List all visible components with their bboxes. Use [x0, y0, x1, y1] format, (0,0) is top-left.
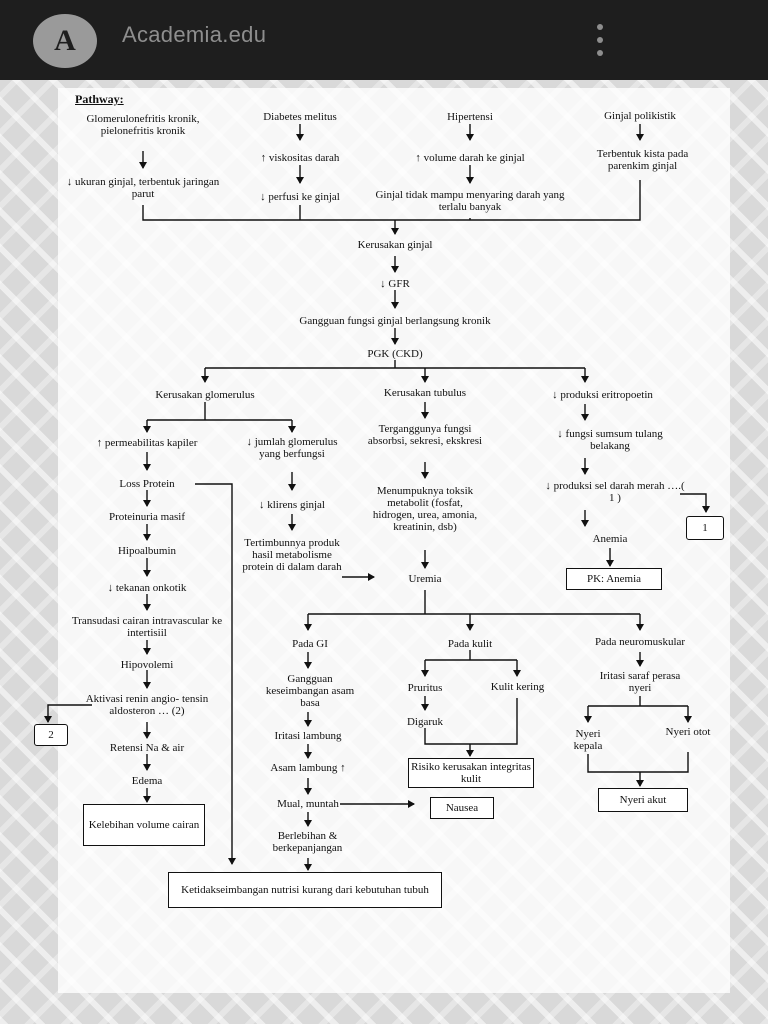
node-iritasi-lambung: Iritasi lambung: [274, 730, 342, 742]
node-kerusakan-ginjal: Kerusakan ginjal: [357, 239, 433, 251]
node-digaruk: Digaruk: [406, 716, 444, 728]
step-ginjal-tidak-mampu: Ginjal tidak mampu menyaring darah yang …: [375, 189, 565, 213]
diagnosis-nyeri-akut: Nyeri akut: [598, 788, 688, 812]
node-asam-lambung: Asam lambung ↑: [270, 762, 346, 774]
diagnosis-ketidakseimbangan-nutrisi: Ketidakseimbangan nutrisi kurang dari ke…: [168, 872, 442, 908]
node-nyeri-kepala: Nyeri kepala: [573, 728, 603, 752]
node-klirens-ginjal: ↓ klirens ginjal: [259, 499, 325, 511]
node-berlebihan: Berlebihan & berkepanjangan: [272, 830, 343, 854]
node-pada-gi: Pada GI: [292, 638, 328, 650]
node-transudasi-cairan: Transudasi cairan intravascular ke inter…: [71, 615, 223, 639]
diagnosis-pk-anemia: PK: Anemia: [566, 568, 662, 590]
kebab-menu-icon[interactable]: [590, 24, 610, 56]
node-jumlah-glomerulus: ↓ jumlah glomerulus yang berfungsi: [246, 436, 338, 460]
reference-1: 1: [686, 516, 724, 540]
node-aktivasi-renin: Aktivasi renin angio- tensin aldosteron …: [85, 693, 209, 717]
cause-polikistik: Ginjal polikistik: [604, 110, 676, 122]
diagnosis-kelebihan-volume-cairan: Kelebihan volume cairan: [83, 804, 205, 846]
browser-top-bar: A Academia.edu: [0, 0, 768, 80]
node-loss-protein: Loss Protein: [119, 478, 175, 490]
node-terganggunya-fungsi: Terganggunya fungsi absorbsi, sekresi, e…: [367, 423, 483, 447]
cause-diabetes: Diabetes melitus: [263, 111, 337, 123]
node-menumpuknya-toksik: Menumpuknya toksik metabolit (fosfat, hi…: [372, 485, 478, 533]
node-mual-muntah: Mual, muntah: [277, 798, 339, 810]
node-edema: Edema: [131, 775, 163, 787]
node-nyeri-otot: Nyeri otot: [665, 726, 711, 738]
diagnosis-nausea: Nausea: [430, 797, 494, 819]
reference-2: 2: [34, 724, 68, 746]
step-volume-darah: ↑ volume darah ke ginjal: [415, 152, 525, 164]
node-proteinuria-masif: Proteinuria masif: [108, 511, 186, 523]
node-pruritus: Pruritus: [407, 682, 443, 694]
node-produksi-sel-darah-merah: ↓ produksi sel darah merah ….( 1 ): [545, 480, 685, 504]
node-iritasi-saraf: Iritasi saraf perasa nyeri: [599, 670, 681, 694]
node-hipoalbumin: Hipoalbumin: [117, 545, 177, 557]
node-pgk-ckd: PGK (CKD): [367, 348, 423, 360]
site-title: Academia.edu: [122, 22, 267, 47]
step-perfusi-ginjal: ↓ perfusi ke ginjal: [260, 191, 340, 203]
node-pada-kulit: Pada kulit: [447, 638, 493, 650]
logo-letter: A: [54, 24, 76, 57]
step-ukuran-ginjal: ↓ ukuran ginjal, terbentuk jaringan paru…: [66, 176, 220, 200]
node-hipovolemi: Hipovolemi: [120, 659, 174, 671]
step-kista-parenkim: Terbentuk kista pada parenkim ginjal: [596, 148, 689, 172]
academia-logo[interactable]: A: [33, 14, 97, 68]
node-produksi-eritropoetin: ↓ produksi eritropoetin: [552, 389, 653, 401]
node-tekanan-onkotik: ↓ tekanan onkotik: [107, 582, 187, 594]
node-kulit-kering: Kulit kering: [490, 681, 545, 693]
node-retensi-na-air: Retensi Na & air: [109, 742, 185, 754]
node-gangguan-asam-basa: Gangguan keseimbangan asam basa: [265, 673, 355, 709]
diagnosis-risiko-integritas-kulit: Risiko kerusakan integritas kulit: [408, 758, 534, 788]
cause-glomerulonefritis: Glomerulonefritis kronik, pielonefritis …: [86, 113, 200, 137]
pathway-title: Pathway:: [75, 92, 124, 106]
node-kerusakan-glomerulus: Kerusakan glomerulus: [155, 389, 255, 401]
node-uremia: Uremia: [408, 573, 442, 585]
node-permeabilitas-kapiler: ↑ permeabilitas kapiler: [96, 437, 198, 449]
node-gfr: ↓ GFR: [380, 278, 410, 290]
node-pada-neuromuskular: Pada neuromuskular: [594, 636, 686, 648]
node-anemia: Anemia: [592, 533, 628, 545]
node-fungsi-sumsum-tulang: ↓ fungsi sumsum tulang belakang: [557, 428, 663, 452]
cause-hipertensi: Hipertensi: [447, 111, 493, 123]
node-kerusakan-tubulus: Kerusakan tubulus: [383, 387, 467, 399]
document-background: [0, 80, 768, 1024]
node-tertimbunnya-produk: Tertimbunnya produk hasil metabolisme pr…: [242, 537, 342, 573]
step-viskositas-darah: ↑ viskositas darah: [260, 152, 340, 164]
node-gangguan-fungsi-ginjal: Gangguan fungsi ginjal berlangsung kroni…: [299, 315, 491, 327]
